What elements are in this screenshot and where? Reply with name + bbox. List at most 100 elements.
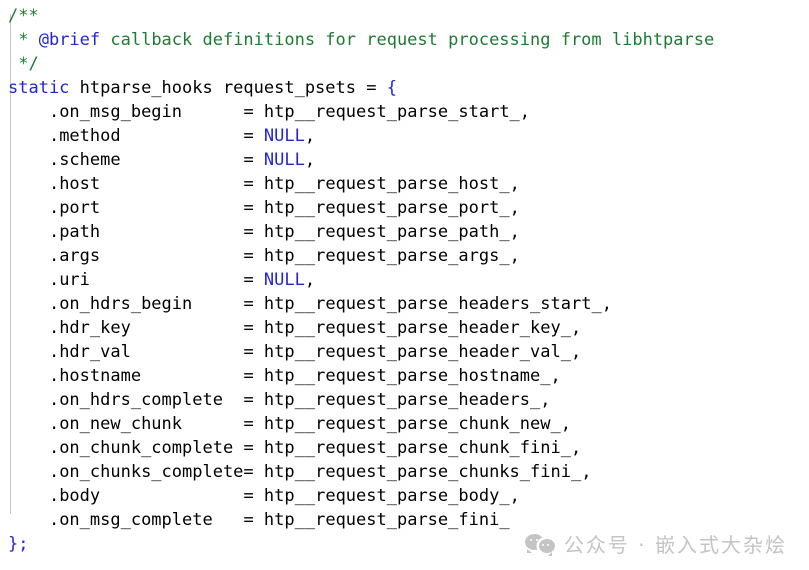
field-value: htp__request_parse_start_ xyxy=(263,102,520,122)
code-line-comment-brief: * @brief callback definitions for reques… xyxy=(8,28,809,52)
assign-operator: = xyxy=(243,390,264,410)
field-indent xyxy=(8,150,49,170)
code-line-field: .on_chunk_complete = htp__request_parse_… xyxy=(8,436,809,460)
field-value: NULL xyxy=(263,150,305,170)
field-name: .uri xyxy=(48,270,90,290)
field-indent xyxy=(8,198,49,218)
field-value: htp__request_parse_port_ xyxy=(263,198,510,218)
code-line-field: .uri = NULL, xyxy=(8,268,809,292)
field-pad xyxy=(121,150,244,170)
field-comma: , xyxy=(570,438,582,458)
code-line-field: .hdr_key = htp__request_parse_header_key… xyxy=(8,316,809,340)
assign-operator: = xyxy=(243,318,264,338)
field-pad xyxy=(131,342,244,362)
field-indent xyxy=(8,414,49,434)
field-indent xyxy=(8,102,49,122)
struct-initializer-fields: .on_msg_begin = htp__request_parse_start… xyxy=(8,100,809,532)
field-comma: , xyxy=(509,486,520,506)
field-value: htp__request_parse_chunk_new_ xyxy=(263,414,561,434)
field-indent xyxy=(8,294,49,314)
assign-operator: = xyxy=(243,294,264,314)
assign-operator: = xyxy=(243,438,264,458)
code-line-field: .on_msg_begin = htp__request_parse_start… xyxy=(8,100,809,124)
field-comma: , xyxy=(304,150,316,170)
code-line-field: .path = htp__request_parse_path_, xyxy=(8,220,809,244)
field-name: .host xyxy=(48,174,101,194)
field-name: .on_hdrs_begin xyxy=(48,294,193,314)
code-line-field: .host = htp__request_parse_host_, xyxy=(8,172,809,196)
field-value: htp__request_parse_args_ xyxy=(263,246,510,266)
field-pad xyxy=(100,198,243,218)
field-name: .hdr_key xyxy=(48,318,131,338)
field-value: htp__request_parse_fini_ xyxy=(263,510,510,530)
code-line-comment-open: /** xyxy=(8,4,809,28)
field-name: .on_chunks_complete xyxy=(48,462,244,482)
field-comma: , xyxy=(304,270,316,290)
field-comma: , xyxy=(570,318,582,338)
field-comma: , xyxy=(304,126,316,146)
field-indent xyxy=(8,462,49,482)
field-indent xyxy=(8,366,49,386)
assign-operator: = xyxy=(243,486,264,506)
field-value: htp__request_parse_path_ xyxy=(263,222,510,242)
assign-operator: = xyxy=(243,462,264,482)
indent-guide-line xyxy=(10,14,11,514)
code-line-field: .hdr_val = htp__request_parse_header_val… xyxy=(8,340,809,364)
field-name: .body xyxy=(48,486,101,506)
field-pad xyxy=(141,366,243,386)
field-pad xyxy=(121,126,244,146)
field-value: htp__request_parse_headers_start_ xyxy=(263,294,602,314)
assign-operator: = xyxy=(243,342,264,362)
close-brace-token: }; xyxy=(8,534,29,554)
code-line-field: .hostname = htp__request_parse_hostname_… xyxy=(8,364,809,388)
field-indent xyxy=(8,342,49,362)
field-name: .on_chunk_complete xyxy=(48,438,234,458)
comment-open-token: /** xyxy=(8,6,39,26)
field-pad xyxy=(223,390,243,410)
field-value: htp__request_parse_header_key_ xyxy=(263,318,571,338)
field-pad xyxy=(182,102,243,122)
field-indent xyxy=(8,510,49,530)
comment-close-token: */ xyxy=(8,54,39,74)
code-line-field: .scheme = NULL, xyxy=(8,148,809,172)
assign-operator: = xyxy=(243,174,264,194)
field-comma: , xyxy=(540,390,551,410)
field-name: .on_new_chunk xyxy=(48,414,183,434)
field-name: .path xyxy=(48,222,101,242)
field-comma: , xyxy=(550,366,561,386)
field-pad xyxy=(182,414,243,434)
code-line-field: .on_msg_complete = htp__request_parse_fi… xyxy=(8,508,809,532)
field-pad xyxy=(90,270,244,290)
field-name: .on_hdrs_complete xyxy=(48,390,223,410)
field-comma: , xyxy=(509,198,520,218)
code-line-declaration: static htparse_hooks request_psets = { xyxy=(8,76,809,100)
field-indent xyxy=(8,390,49,410)
field-name: .method xyxy=(48,126,121,146)
field-indent xyxy=(8,126,49,146)
field-value: NULL xyxy=(263,270,305,290)
field-comma: , xyxy=(570,342,582,362)
field-pad xyxy=(233,438,243,458)
field-pad xyxy=(100,246,243,266)
field-name: .hostname xyxy=(48,366,142,386)
declaration-type-and-name: htparse_hooks request_psets = xyxy=(69,78,387,98)
field-indent xyxy=(8,438,49,458)
assign-operator: = xyxy=(243,246,264,266)
assign-operator: = xyxy=(243,198,264,218)
comment-brief-text: callback definitions for request process… xyxy=(100,30,715,50)
field-pad xyxy=(192,294,243,314)
field-comma: , xyxy=(509,246,520,266)
code-line-field: .body = htp__request_parse_body_, xyxy=(8,484,809,508)
field-pad xyxy=(213,510,244,530)
field-value: htp__request_parse_body_ xyxy=(263,486,510,506)
field-indent xyxy=(8,486,49,506)
assign-operator: = xyxy=(243,150,264,170)
code-content[interactable]: /** * @brief callback definitions for re… xyxy=(0,4,809,556)
field-value: NULL xyxy=(263,126,305,146)
assign-operator: = xyxy=(243,414,264,434)
field-pad xyxy=(131,318,244,338)
field-pad xyxy=(100,222,243,242)
field-value: htp__request_parse_host_ xyxy=(263,174,510,194)
field-comma: , xyxy=(581,462,592,482)
assign-operator: = xyxy=(243,222,264,242)
